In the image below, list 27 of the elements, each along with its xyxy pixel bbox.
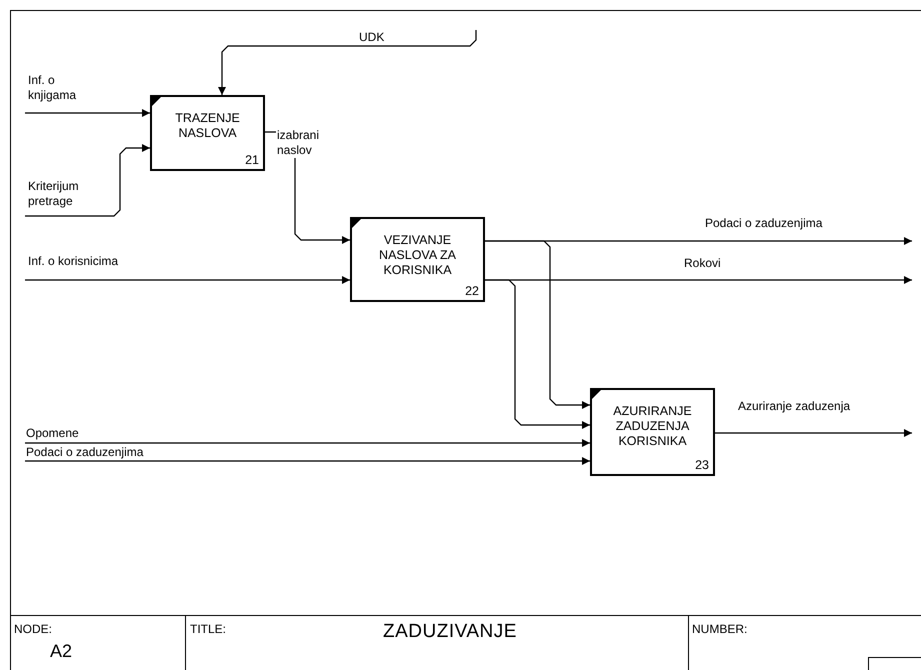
arrow xyxy=(218,30,477,95)
arrow xyxy=(715,429,912,437)
arrow xyxy=(25,457,590,465)
field-label: NUMBER: xyxy=(692,622,748,636)
process-box xyxy=(350,217,485,302)
process-name: AZURIRANJE ZADUZENJA KORISNIKA xyxy=(612,404,693,449)
node-number: 22 xyxy=(465,284,479,298)
process-box xyxy=(150,95,265,171)
field-label: TITLE: xyxy=(190,622,226,636)
arrow xyxy=(25,109,150,117)
arrow xyxy=(25,439,590,447)
edge-label: Podaci o zaduzenjima xyxy=(25,445,144,460)
node-number: 23 xyxy=(695,458,709,472)
arrow xyxy=(25,276,350,284)
arrow xyxy=(485,240,590,409)
edge-label: Azuriranje zaduzenja xyxy=(737,399,852,414)
diagram-title: ZADUZIVANJE xyxy=(383,621,517,643)
process-name: VEZIVANJE NASLOVA ZA KORISNIKA xyxy=(378,233,457,278)
edge-label: Opomene xyxy=(25,426,80,441)
process-box xyxy=(590,388,715,476)
field-label: NODE: xyxy=(14,622,52,636)
process-name: TRAZENJE NASLOVA xyxy=(174,111,241,141)
arrow xyxy=(25,144,150,217)
edge-label: Podaci o zaduzenjima xyxy=(704,216,824,231)
node-number: 21 xyxy=(245,153,259,167)
node-id: A2 xyxy=(50,641,72,662)
arrow xyxy=(485,279,590,429)
